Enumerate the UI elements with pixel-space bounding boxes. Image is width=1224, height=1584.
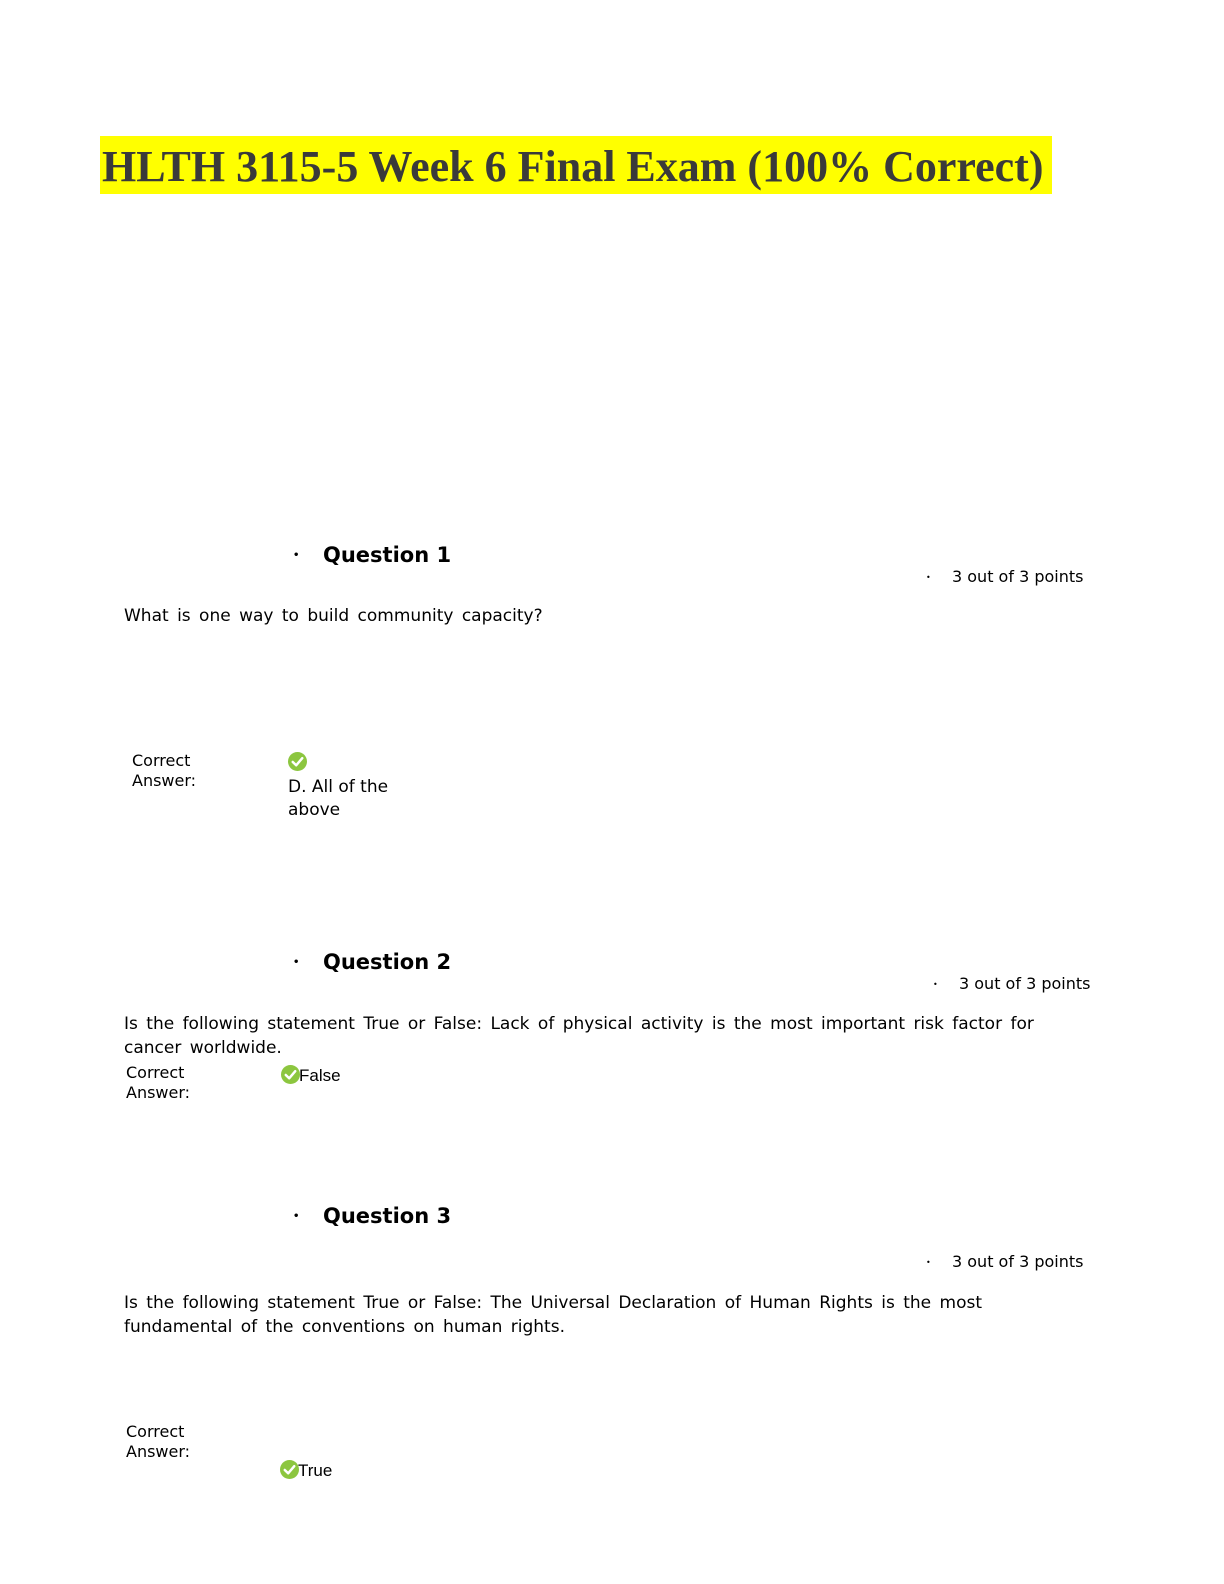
question-3-answer: True (298, 1461, 333, 1480)
question-1-text: What is one way to build community capac… (124, 606, 543, 626)
document-title: HLTH 3115-5 Week 6 Final Exam (100% Corr… (100, 136, 1052, 194)
question-1-title: Question 1 (323, 543, 452, 567)
bullet-icon: • (293, 550, 300, 561)
question-1-points-text: 3 out of 3 points (952, 567, 1084, 586)
question-2-points: • 3 out of 3 points (933, 974, 1090, 995)
question-3-title: Question 3 (323, 1204, 452, 1228)
bullet-icon: • (293, 1211, 300, 1222)
question-2-points-text: 3 out of 3 points (959, 974, 1091, 993)
question-3-points: • 3 out of 3 points (926, 1252, 1083, 1273)
question-3-points-text: 3 out of 3 points (952, 1252, 1084, 1271)
bullet-icon: • (926, 1257, 931, 1267)
checkmark-icon (281, 1065, 300, 1084)
bullet-icon: • (926, 572, 931, 582)
question-1-points: • 3 out of 3 points (926, 567, 1083, 588)
question-2-heading: • Question 2 (293, 949, 451, 976)
checkmark-icon (288, 752, 307, 771)
question-1-heading: • Question 1 (293, 542, 451, 569)
question-3-heading: • Question 3 (293, 1203, 451, 1230)
question-3-text: Is the following statement True or False… (124, 1293, 983, 1337)
question-2-title: Question 2 (323, 950, 452, 974)
question-2-answer: False (299, 1066, 341, 1085)
bullet-icon: • (933, 979, 938, 989)
checkmark-icon (280, 1460, 299, 1479)
question-1-answer: D. All of the above (288, 777, 389, 820)
bullet-icon: • (293, 957, 300, 968)
question-2-text: Is the following statement True or False… (124, 1014, 1034, 1058)
